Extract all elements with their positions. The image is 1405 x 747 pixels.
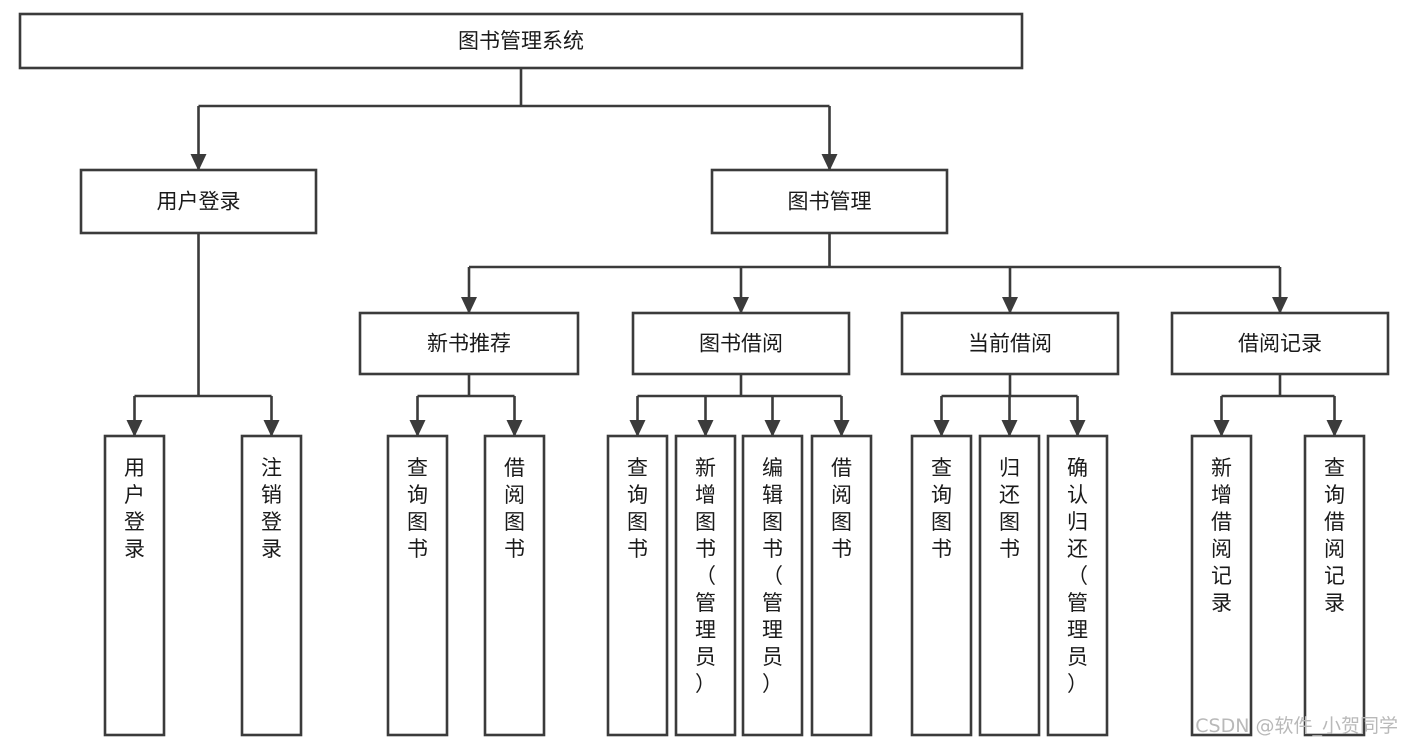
node-label: 新增借阅记录 <box>1211 456 1232 615</box>
node-box <box>103 434 166 737</box>
arrow-head-icon <box>629 420 646 437</box>
arrow-head-icon <box>1272 297 1288 314</box>
node-box <box>910 434 973 737</box>
node-box <box>386 434 449 737</box>
node-label: 用户登录 <box>124 456 145 561</box>
arrow-head-icon <box>821 154 838 171</box>
node-label: 归还图书 <box>999 456 1020 561</box>
node-leaf-leaf-borrow-book[interactable]: 借阅图书 <box>810 434 873 737</box>
node-level3-current-borrow[interactable]: 当前借阅 <box>900 311 1120 376</box>
nodes-layer: 图书管理系统用户登录图书管理新书推荐图书借阅当前借阅借阅记录用户登录注销登录查询… <box>18 12 1390 737</box>
node-box <box>358 311 580 376</box>
arrow-head-icon <box>733 297 749 314</box>
node-box <box>810 434 873 737</box>
node-label: 当前借阅 <box>968 332 1052 356</box>
arrow-head-icon <box>1069 420 1086 437</box>
node-level3-borrow-record[interactable]: 借阅记录 <box>1170 311 1390 376</box>
node-label: 新书推荐 <box>427 332 511 356</box>
node-level2-user-login[interactable]: 用户登录 <box>79 168 318 235</box>
node-box <box>240 434 303 737</box>
node-root[interactable]: 图书管理系统 <box>18 12 1024 70</box>
node-box <box>79 168 318 235</box>
node-label: 查询借阅记录 <box>1324 456 1345 615</box>
node-label: 借阅图书 <box>831 456 852 561</box>
arrow-head-icon <box>409 420 426 437</box>
node-leaf-leaf-query-book-cur[interactable]: 查询图书 <box>910 434 973 737</box>
arrow-head-icon <box>764 420 781 437</box>
node-label: 图书借阅 <box>699 332 783 356</box>
node-box <box>1190 434 1253 737</box>
arrow-head-icon <box>461 297 477 314</box>
node-box <box>631 311 851 376</box>
node-label: 查询图书 <box>931 456 952 561</box>
node-box <box>1046 434 1109 737</box>
node-label: 图书管理 <box>788 190 872 214</box>
node-label: 确认归还（管理员） <box>1067 456 1088 696</box>
watermark-label: CSDN @软件_小贺同学 <box>1195 715 1398 737</box>
node-box <box>483 434 546 737</box>
node-label: 注销登录 <box>261 456 282 561</box>
arrow-head-icon <box>1213 420 1230 437</box>
node-label: 借阅图书 <box>504 456 525 561</box>
node-leaf-leaf-query-book[interactable]: 查询图书 <box>606 434 669 737</box>
node-level2-book-manage[interactable]: 图书管理 <box>710 168 949 235</box>
node-label: 图书管理系统 <box>458 29 584 53</box>
arrow-head-icon <box>190 154 207 171</box>
node-box <box>18 12 1024 70</box>
node-leaf-leaf-edit-book-admin[interactable]: 编辑图书（管理员） <box>741 434 804 737</box>
node-leaf-leaf-borrow-book-rec[interactable]: 借阅图书 <box>483 434 546 737</box>
connectors-layer <box>126 68 1343 437</box>
arrow-head-icon <box>126 420 143 437</box>
node-leaf-leaf-query-book-rec[interactable]: 查询图书 <box>386 434 449 737</box>
node-label: 查询图书 <box>407 456 428 561</box>
node-leaf-leaf-logout[interactable]: 注销登录 <box>240 434 303 737</box>
node-box <box>710 168 949 235</box>
node-label: 用户登录 <box>157 190 241 214</box>
arrow-head-icon <box>933 420 950 437</box>
node-leaf-leaf-user-login[interactable]: 用户登录 <box>103 434 166 737</box>
node-box <box>674 434 737 737</box>
node-box <box>741 434 804 737</box>
node-label: 查询图书 <box>627 456 648 561</box>
node-level3-book-borrow[interactable]: 图书借阅 <box>631 311 851 376</box>
arrow-head-icon <box>833 420 850 437</box>
node-label: 新增图书（管理员） <box>695 456 716 696</box>
node-leaf-leaf-query-borrow-record[interactable]: 查询借阅记录 <box>1303 434 1366 737</box>
node-label: 编辑图书（管理员） <box>762 456 783 696</box>
node-leaf-leaf-return-book[interactable]: 归还图书 <box>978 434 1041 737</box>
node-box <box>978 434 1041 737</box>
node-box <box>606 434 669 737</box>
node-level3-new-book-recommend[interactable]: 新书推荐 <box>358 311 580 376</box>
node-leaf-leaf-add-borrow-record[interactable]: 新增借阅记录 <box>1190 434 1253 737</box>
arrow-head-icon <box>697 420 714 437</box>
arrow-head-icon <box>1001 420 1018 437</box>
node-leaf-leaf-add-book-admin[interactable]: 新增图书（管理员） <box>674 434 737 737</box>
node-label: 借阅记录 <box>1238 332 1322 356</box>
node-box <box>1170 311 1390 376</box>
arrow-head-icon <box>263 420 280 437</box>
node-box <box>900 311 1120 376</box>
node-leaf-leaf-confirm-return-admin[interactable]: 确认归还（管理员） <box>1046 434 1109 737</box>
node-box <box>1303 434 1366 737</box>
arrow-head-icon <box>1002 297 1018 314</box>
arrow-head-icon <box>1326 420 1343 437</box>
arrow-head-icon <box>506 420 523 437</box>
